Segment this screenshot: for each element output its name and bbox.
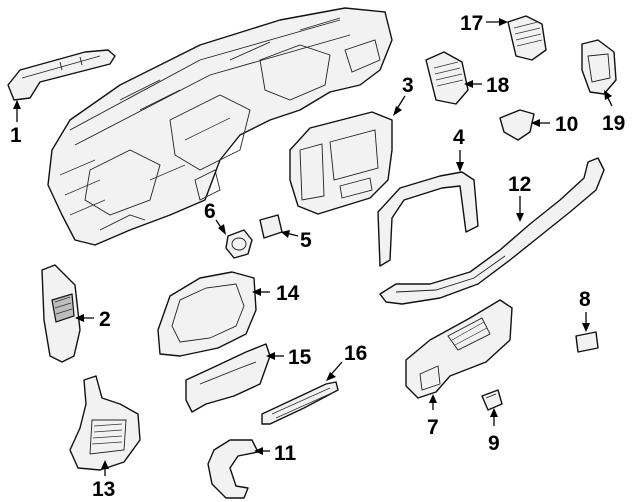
callout-2: 2 [75,308,111,331]
part-1-bracket [7,49,116,101]
part-17-vent [507,15,547,61]
part-8-plug [575,331,599,353]
callout-label: 4 [453,126,465,149]
callout-label: 17 [460,12,483,35]
part-13-lower-panel [69,375,141,471]
callout-label: 9 [488,432,500,455]
part-19-vent [581,39,617,95]
callout-label: 19 [602,112,625,135]
callout-11: 11 [254,442,297,465]
callout-label: 14 [276,282,300,305]
callout-label: 3 [402,74,414,97]
part-12-trim-strip [379,157,605,305]
instrument-panel-frame [47,7,393,246]
part-3-radio-bezel [289,111,393,215]
callout-12: 12 [508,173,531,222]
callout-3: 3 [393,74,414,116]
callout-10: 10 [531,113,578,136]
part-6-knob [225,229,253,259]
callout-label: 2 [99,308,111,331]
callout-13: 13 [92,460,115,501]
callout-18: 18 [464,74,510,97]
callout-8: 8 [579,288,591,332]
callout-16: 16 [326,342,367,381]
callout-label: 12 [508,173,531,196]
callout-4: 4 [453,126,465,172]
callout-label: 16 [344,342,367,365]
callout-label: 8 [579,288,591,311]
callout-label: 5 [300,229,312,252]
callout-label: 13 [92,478,115,501]
callout-label: 15 [288,346,312,369]
callout-label: 10 [555,113,578,136]
part-11-handle [207,439,259,499]
part-16-molding [261,381,339,425]
part-14-cluster-bezel [157,271,257,357]
part-7-center-bezel [405,299,513,399]
part-2-side-panel [41,264,81,363]
callout-6: 6 [204,200,226,235]
part-18-vent [425,51,469,105]
callout-5: 5 [281,229,312,252]
part-5-switch [259,214,283,239]
callout-15: 15 [266,346,312,369]
callout-19: 19 [602,90,625,135]
callout-9: 9 [488,408,500,455]
part-15-trim-panel [185,343,271,413]
part-9-clip [481,389,503,411]
callout-7: 7 [427,394,439,439]
callout-label: 6 [204,200,216,223]
callout-17: 17 [460,12,508,35]
callout-label: 1 [10,124,22,147]
part-4-trim-frame [377,171,479,267]
callout-label: 18 [486,74,510,97]
callout-label: 7 [427,416,439,439]
part-10-cap [499,109,535,141]
callout-1: 1 [10,100,22,147]
callout-14: 14 [252,282,300,305]
callout-label: 11 [274,442,297,465]
